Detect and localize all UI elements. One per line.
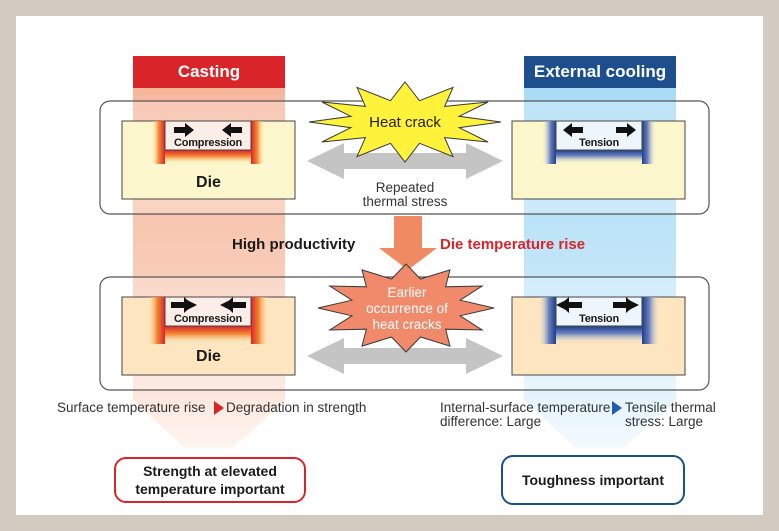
toughness-outcome-box: Toughness important [501,455,685,505]
note-internal-line-1: Internal-surface temperature [440,400,611,415]
note-internal-line-2: difference: Large [440,414,542,429]
note-tensile-line-2: stress: Large [625,414,704,429]
earlier-line-1: Earlier [387,285,427,300]
strength-outcome-line-1: Strength at elevated [143,463,277,479]
top-tension-arrows [563,123,636,137]
heat-crack-label: Heat crack [369,114,441,131]
note-tensile-line-1: Tensile thermal [625,400,716,415]
repeated-stress-caption: Repeated thermal stress [330,181,480,209]
note-surface-temp: Surface temperature rise [57,400,206,415]
note-right-triangle [612,401,622,415]
earlier-crack-burst [317,263,495,353]
caption-line-2: thermal stress [362,194,448,209]
top-die-label: Die [196,174,221,191]
top-right-die [511,120,686,200]
heat-crack-burst [308,81,502,163]
bottom-tension-label: Tension [579,313,619,325]
bottom-gray-double-arrow [307,338,503,374]
bottom-tension-arrows [556,297,639,313]
bottom-compression-arrows [171,297,246,313]
top-compression-label: Compression [173,137,243,149]
earlier-line-2: occurrence of [366,301,448,316]
note-degradation: Degradation in strength [226,400,367,415]
top-compression-arrows [174,123,242,137]
strength-outcome-line-2: temperature important [135,481,285,497]
earlier-line-3: heat cracks [372,317,442,332]
caption-line-1: Repeated [375,180,435,195]
bottom-die-label: Die [196,348,221,365]
cooling-header: External cooling [524,56,676,88]
high-productivity-label: High productivity [232,236,356,253]
note-internal-surface: Internal-surface temperature difference:… [440,401,610,429]
down-arrow [379,216,437,270]
note-tensile-stress: Tensile thermal stress: Large [625,401,716,429]
earlier-crack-label: Earlier occurrence of heat cracks [352,285,462,333]
casting-header-label: Casting [177,62,241,81]
casting-header: Casting [133,56,285,88]
bottom-left-die [121,296,296,376]
top-left-die [121,120,296,200]
bottom-compression-label: Compression [173,313,243,325]
top-tension-label: Tension [579,137,619,149]
cooling-header-label: External cooling [533,62,667,81]
die-temperature-rise-label: Die temperature rise [440,236,586,253]
note-left-triangle [214,401,224,415]
bottom-right-die [511,296,686,376]
toughness-outcome-label: Toughness important [521,472,665,488]
strength-outcome-box: Strength at elevated temperature importa… [114,457,306,503]
